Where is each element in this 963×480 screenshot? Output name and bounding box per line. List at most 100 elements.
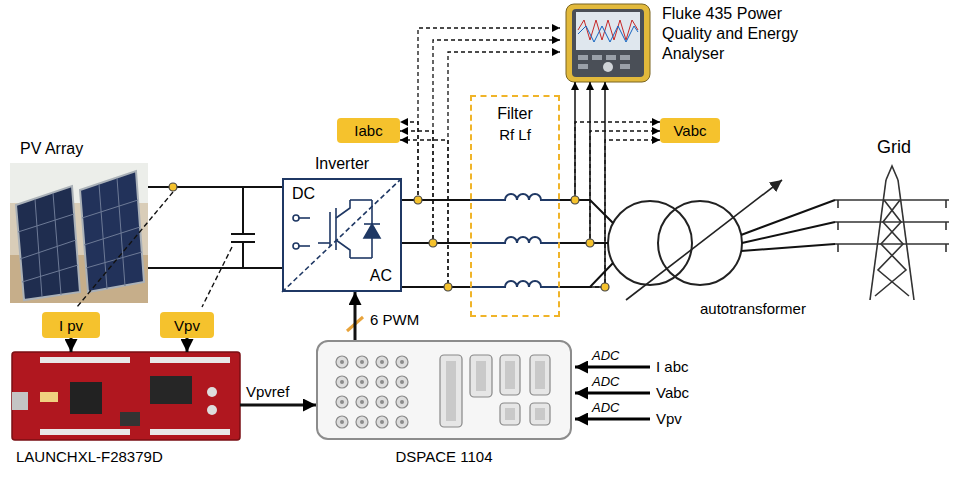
- tap-dot: [586, 239, 594, 247]
- dspace-panel: [340, 400, 344, 404]
- igbt-symbol: [299, 245, 310, 247]
- controller-board: [70, 382, 102, 414]
- dspace-panel: [336, 376, 348, 388]
- converter-label: ADC: [592, 348, 619, 363]
- dspace-panel: [376, 356, 388, 368]
- dspace-panel: [380, 380, 384, 384]
- dspace-panel: [396, 416, 408, 428]
- inverter-box: InverterDCAC: [282, 178, 402, 292]
- node-label: autotransformer: [700, 300, 806, 317]
- controller-board: [40, 357, 230, 435]
- dspace-panel: [380, 360, 384, 364]
- transmission-tower: [945, 200, 947, 208]
- dspace-panel: [505, 408, 515, 420]
- transmission-tower: [835, 243, 949, 245]
- dspace-panel: [360, 400, 364, 404]
- power-wire: [560, 82, 590, 243]
- transmission-tower: [835, 199, 949, 201]
- dspace-panel: [336, 356, 348, 368]
- pv-photo: [22, 265, 78, 282]
- controller-board: [40, 429, 130, 435]
- node-label: Grid: [877, 137, 911, 158]
- grid-tower: Grid: [835, 165, 950, 300]
- pv-photo: [20, 240, 76, 259]
- dspace-panel: [380, 400, 384, 404]
- node-sublabel: DC: [292, 185, 315, 203]
- converter-label: ADC: [592, 400, 619, 415]
- transmission-tower: [835, 166, 949, 300]
- controller-board: [207, 405, 217, 415]
- igbt-symbol: [336, 200, 350, 218]
- dspace-panel: [356, 416, 368, 428]
- igbt-symbol: [371, 200, 373, 224]
- power-wire: [560, 82, 575, 200]
- node-sublabel: AC: [370, 267, 392, 285]
- pv-photo: [82, 200, 138, 218]
- dspace-panel: [356, 356, 368, 368]
- dspace-panel: [535, 361, 545, 389]
- dspace-panel: [500, 403, 520, 425]
- signal-arrow: [240, 405, 316, 406]
- transformer-symbol: [608, 201, 692, 285]
- pv-photo: [80, 171, 144, 292]
- power-wire: [741, 244, 835, 251]
- igbt-symbol: [336, 240, 350, 258]
- pv-photo: [82, 178, 142, 289]
- controller-board: [150, 357, 230, 363]
- sensor-leader: [77, 192, 232, 307]
- signal-tag: Iabc: [337, 118, 400, 143]
- measurement-line: [400, 122, 418, 200]
- transmission-tower: [837, 222, 839, 230]
- controller-board: [40, 392, 58, 402]
- signal-tag: Vpv: [160, 312, 214, 338]
- igbt-symbol: [282, 178, 402, 292]
- signal-arrow: [186, 338, 189, 352]
- dspace-panel: [400, 420, 404, 424]
- tap-dot: [429, 239, 437, 247]
- igbt-symbol: [282, 178, 402, 292]
- tag-text: Vpv: [174, 317, 200, 334]
- tap-dot: [601, 283, 609, 291]
- capacitor-symbol: [242, 242, 244, 268]
- igbt-symbol: [293, 243, 299, 249]
- adc-input-arrow: [575, 392, 650, 395]
- controller-board: [12, 392, 28, 410]
- dspace-panel: [396, 376, 408, 388]
- dspace-panel: [505, 361, 515, 389]
- inductor-symbol: [470, 194, 560, 200]
- signal-label: Vpv: [656, 410, 682, 427]
- dspace-panel: [356, 396, 368, 408]
- node-label: DSPACE 1104: [318, 448, 570, 465]
- measurement-line: [400, 140, 448, 287]
- dspace-panel: [376, 376, 388, 388]
- adc-input-arrow: [575, 418, 650, 421]
- power-wire: [742, 222, 835, 243]
- pv-photo: [10, 163, 148, 303]
- power-wire: [148, 267, 282, 269]
- signal-arrow: [240, 404, 316, 407]
- dspace-panel: [340, 420, 344, 424]
- dspace-panel: [340, 380, 344, 384]
- dspace-panel: [360, 380, 364, 384]
- dspace-panel: [317, 341, 571, 439]
- dspace-panel: [396, 356, 408, 368]
- signal-label: 6 PWM: [370, 311, 419, 328]
- transmission-tower: [837, 244, 839, 252]
- tap-dot: [414, 196, 422, 204]
- dspace-panel: [530, 403, 550, 425]
- analyser-device: [578, 26, 638, 42]
- capacitor-symbol: [242, 187, 244, 234]
- transmission-tower: [837, 200, 839, 208]
- dspace-panel: [440, 355, 550, 427]
- adc-input-arrow: [575, 367, 650, 419]
- power-wire: [741, 200, 835, 251]
- signal-label: I abc: [656, 358, 689, 375]
- pv-photo: [10, 163, 148, 303]
- dspace-panel: [470, 355, 492, 397]
- transmission-tower: [945, 244, 947, 252]
- power-wire: [560, 82, 605, 287]
- dspace-panel: [476, 361, 486, 391]
- analyser-device: [620, 55, 630, 60]
- node-label: Fluke 435 Power Quality and Energy Analy…: [662, 4, 822, 64]
- signal-arrow: [71, 338, 72, 352]
